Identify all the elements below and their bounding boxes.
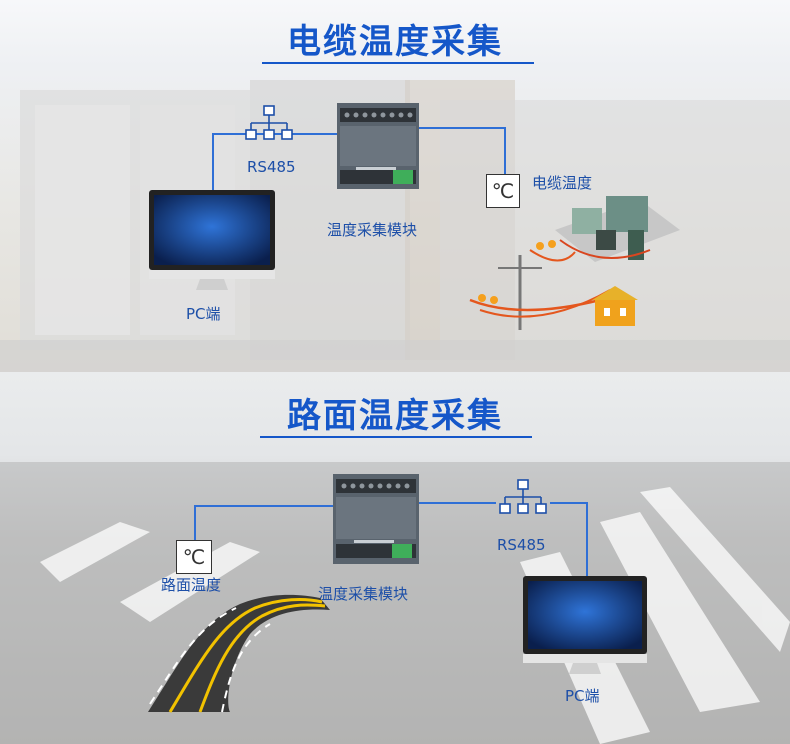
road-temperature-panel: 路面温度采集 温度采集模块 RS485 [0, 372, 790, 744]
network-topology-icon [245, 105, 293, 140]
road-sensor-label: 路面温度 [161, 576, 222, 594]
wire-sensor-horizontal [194, 505, 336, 507]
cable-pc-label: PC端 [186, 305, 221, 323]
cable-title-underline [262, 62, 534, 64]
monitor-icon [149, 190, 275, 290]
wire-module-vertical [504, 127, 506, 174]
substation-icon [555, 196, 680, 262]
thermometer-celsius-icon: ℃ [176, 540, 212, 574]
wire-pc-vertical [586, 502, 588, 576]
wire-rs485-pc [550, 502, 588, 504]
road-section-title: 路面温度采集 [287, 396, 503, 436]
utility-pole-icon [469, 240, 611, 330]
house-icon [592, 286, 638, 326]
temperature-module-icon [337, 103, 419, 189]
road-rs485-label: RS485 [497, 536, 546, 554]
cable-temperature-panel: 电缆温度采集 RS485 温度采集模块 [0, 0, 790, 372]
cable-rs485-label: RS485 [247, 158, 296, 176]
road-icon [148, 594, 330, 713]
road-title-underline [260, 436, 532, 438]
cable-section-title: 电缆温度采集 [287, 22, 503, 62]
wire-pc-horizontal [212, 133, 338, 135]
wire-sensor-vertical [194, 505, 196, 540]
wire-module-horizontal [418, 127, 506, 129]
network-topology-icon [499, 479, 547, 514]
cable-sensor-label: 电缆温度 [532, 174, 593, 192]
road-module-label: 温度采集模块 [318, 585, 409, 603]
wire-pc-vertical [212, 133, 214, 195]
cable-module-label: 温度采集模块 [327, 221, 418, 239]
monitor-icon [523, 576, 647, 674]
thermometer-celsius-icon: ℃ [486, 174, 520, 208]
temperature-module-icon [333, 474, 419, 564]
road-pc-label: PC端 [565, 687, 600, 705]
wire-module-rs485 [418, 502, 496, 504]
